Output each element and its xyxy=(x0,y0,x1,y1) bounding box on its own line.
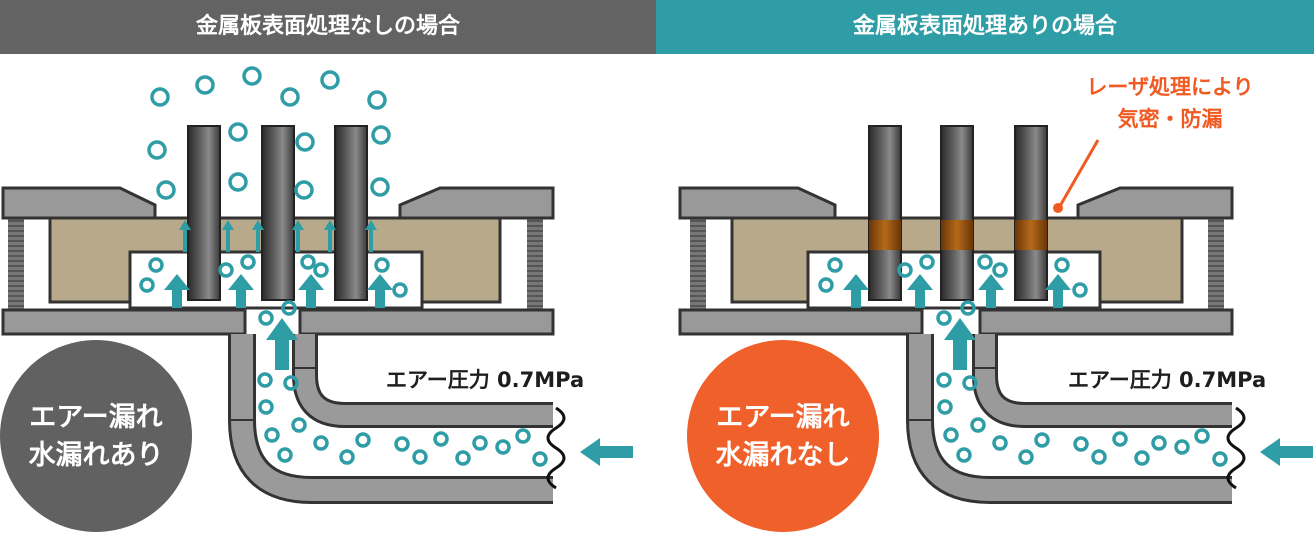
top-clamp-right xyxy=(398,186,555,220)
laser-zone xyxy=(1015,220,1047,250)
result-badge-left xyxy=(0,340,192,532)
annotation-dot xyxy=(1053,203,1063,213)
screw xyxy=(527,218,543,310)
leak-arrows xyxy=(179,220,377,252)
result-left-line2: 水漏れあり xyxy=(28,440,164,471)
air-bubbles xyxy=(139,66,548,467)
pipe-break xyxy=(1226,406,1246,490)
bottom-plate-right xyxy=(298,308,555,336)
left-diagram xyxy=(0,66,633,532)
annotation-pointer xyxy=(1058,139,1100,207)
top-clamp-left xyxy=(678,186,837,220)
pin xyxy=(261,125,295,301)
bottom-plate-left xyxy=(1,308,247,336)
pipe-outer-fill xyxy=(909,334,1232,501)
laser-zone xyxy=(941,220,973,250)
result-right-line2: 水漏れなし xyxy=(715,440,851,471)
top-clamp-right xyxy=(1076,186,1234,220)
pin xyxy=(334,125,368,301)
air-flow-arrows xyxy=(843,274,1313,466)
right-diagram xyxy=(678,125,1313,532)
pipe-outer-fill xyxy=(231,334,553,501)
bottom-plate-right xyxy=(978,308,1234,336)
result-badge-right xyxy=(687,340,879,532)
laser-zone xyxy=(869,220,901,250)
pressure-label-left: エアー圧力 0.7MPa xyxy=(386,368,585,392)
pressure-label-right: エアー圧力 0.7MPa xyxy=(1068,368,1267,392)
result-right-line1: エアー漏れ xyxy=(716,402,850,433)
screw xyxy=(690,218,706,310)
header-left: 金属板表面処理なしの場合 xyxy=(0,0,656,54)
air-bubbles xyxy=(818,254,1228,467)
header-right: 金属板表面処理ありの場合 xyxy=(656,0,1314,54)
bottom-plate-left xyxy=(678,308,924,336)
pipe-break xyxy=(546,406,566,490)
annotation-line1: レーザ処理により xyxy=(1086,75,1254,99)
screw xyxy=(8,218,24,310)
screw xyxy=(1208,218,1224,310)
result-left-line1: エアー漏れ xyxy=(29,402,163,433)
pin xyxy=(1014,125,1048,301)
pipe-inner-fill xyxy=(295,334,553,425)
annotation-line2: 気密・防漏 xyxy=(1117,107,1223,131)
pin xyxy=(940,125,974,301)
air-flow-arrows xyxy=(164,274,633,466)
pipe-inner-fill xyxy=(975,334,1232,425)
pin xyxy=(868,125,902,301)
top-clamp-left xyxy=(1,186,157,220)
pin xyxy=(187,125,221,301)
